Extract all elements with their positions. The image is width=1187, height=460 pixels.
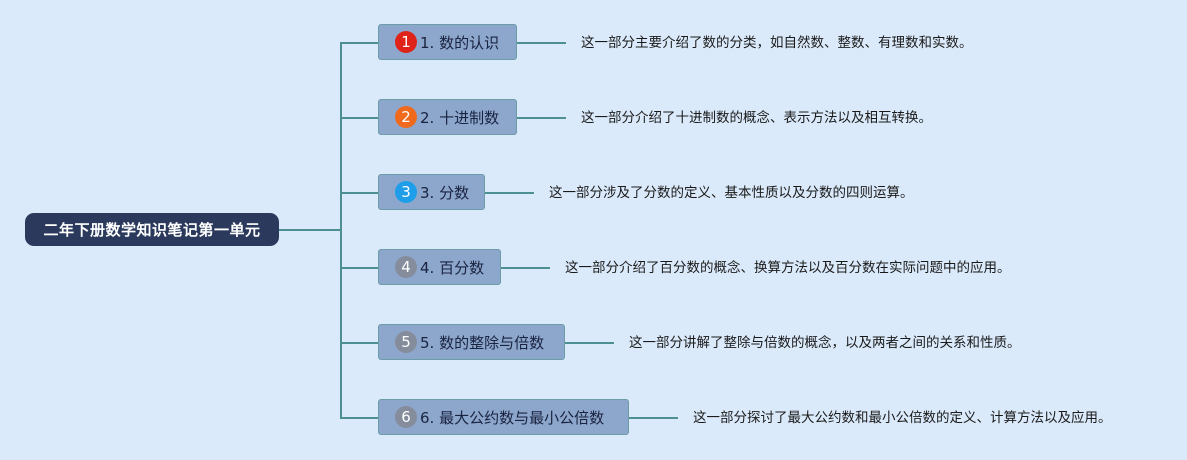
branch-connector — [340, 267, 378, 269]
topic-label: 4. 百分数 — [420, 258, 485, 277]
leaf-connector — [629, 417, 678, 419]
branch-connector — [340, 42, 378, 44]
number-badge: 4 — [395, 256, 417, 278]
topic-node[interactable]: 2 2. 十进制数 — [378, 99, 517, 135]
topic-description[interactable]: 这一部分介绍了十进制数的概念、表示方法以及相互转换。 — [581, 110, 932, 126]
branch-connector — [340, 417, 378, 419]
topic-description[interactable]: 这一部分涉及了分数的定义、基本性质以及分数的四则运算。 — [549, 185, 914, 201]
root-connector — [279, 229, 341, 231]
number-badge: 6 — [395, 406, 417, 428]
topic-label: 1. 数的认识 — [420, 33, 500, 52]
leaf-connector — [485, 192, 534, 194]
topic-node[interactable]: 4 4. 百分数 — [378, 249, 501, 285]
topic-description[interactable]: 这一部分讲解了整除与倍数的概念，以及两者之间的关系和性质。 — [629, 335, 1021, 351]
topic-label: 6. 最大公约数与最小公倍数 — [420, 408, 605, 427]
topic-node[interactable]: 3 3. 分数 — [378, 174, 485, 210]
topic-node[interactable]: 6 6. 最大公约数与最小公倍数 — [378, 399, 629, 435]
trunk-line — [340, 42, 342, 418]
topic-description[interactable]: 这一部分介绍了百分数的概念、换算方法以及百分数在实际问题中的应用。 — [565, 260, 1011, 276]
number-badge: 5 — [395, 331, 417, 353]
root-topic[interactable]: 二年下册数学知识笔记第一单元 — [25, 213, 279, 246]
branch-connector — [340, 117, 378, 119]
number-badge: 2 — [395, 106, 417, 128]
branch-connector — [340, 342, 378, 344]
leaf-connector — [517, 117, 566, 119]
leaf-connector — [565, 342, 614, 344]
topic-label: 5. 数的整除与倍数 — [420, 333, 545, 352]
leaf-connector — [501, 267, 550, 269]
root-topic-label: 二年下册数学知识笔记第一单元 — [43, 221, 261, 239]
topic-label: 2. 十进制数 — [420, 108, 500, 127]
number-badge: 3 — [395, 181, 417, 203]
topic-description[interactable]: 这一部分探讨了最大公约数和最小公倍数的定义、计算方法以及应用。 — [693, 410, 1112, 426]
number-badge: 1 — [395, 31, 417, 53]
branch-connector — [340, 192, 378, 194]
topic-description[interactable]: 这一部分主要介绍了数的分类，如自然数、整数、有理数和实数。 — [581, 35, 973, 51]
topic-label: 3. 分数 — [420, 183, 470, 202]
topic-node[interactable]: 1 1. 数的认识 — [378, 24, 517, 60]
topic-node[interactable]: 5 5. 数的整除与倍数 — [378, 324, 565, 360]
leaf-connector — [517, 42, 566, 44]
